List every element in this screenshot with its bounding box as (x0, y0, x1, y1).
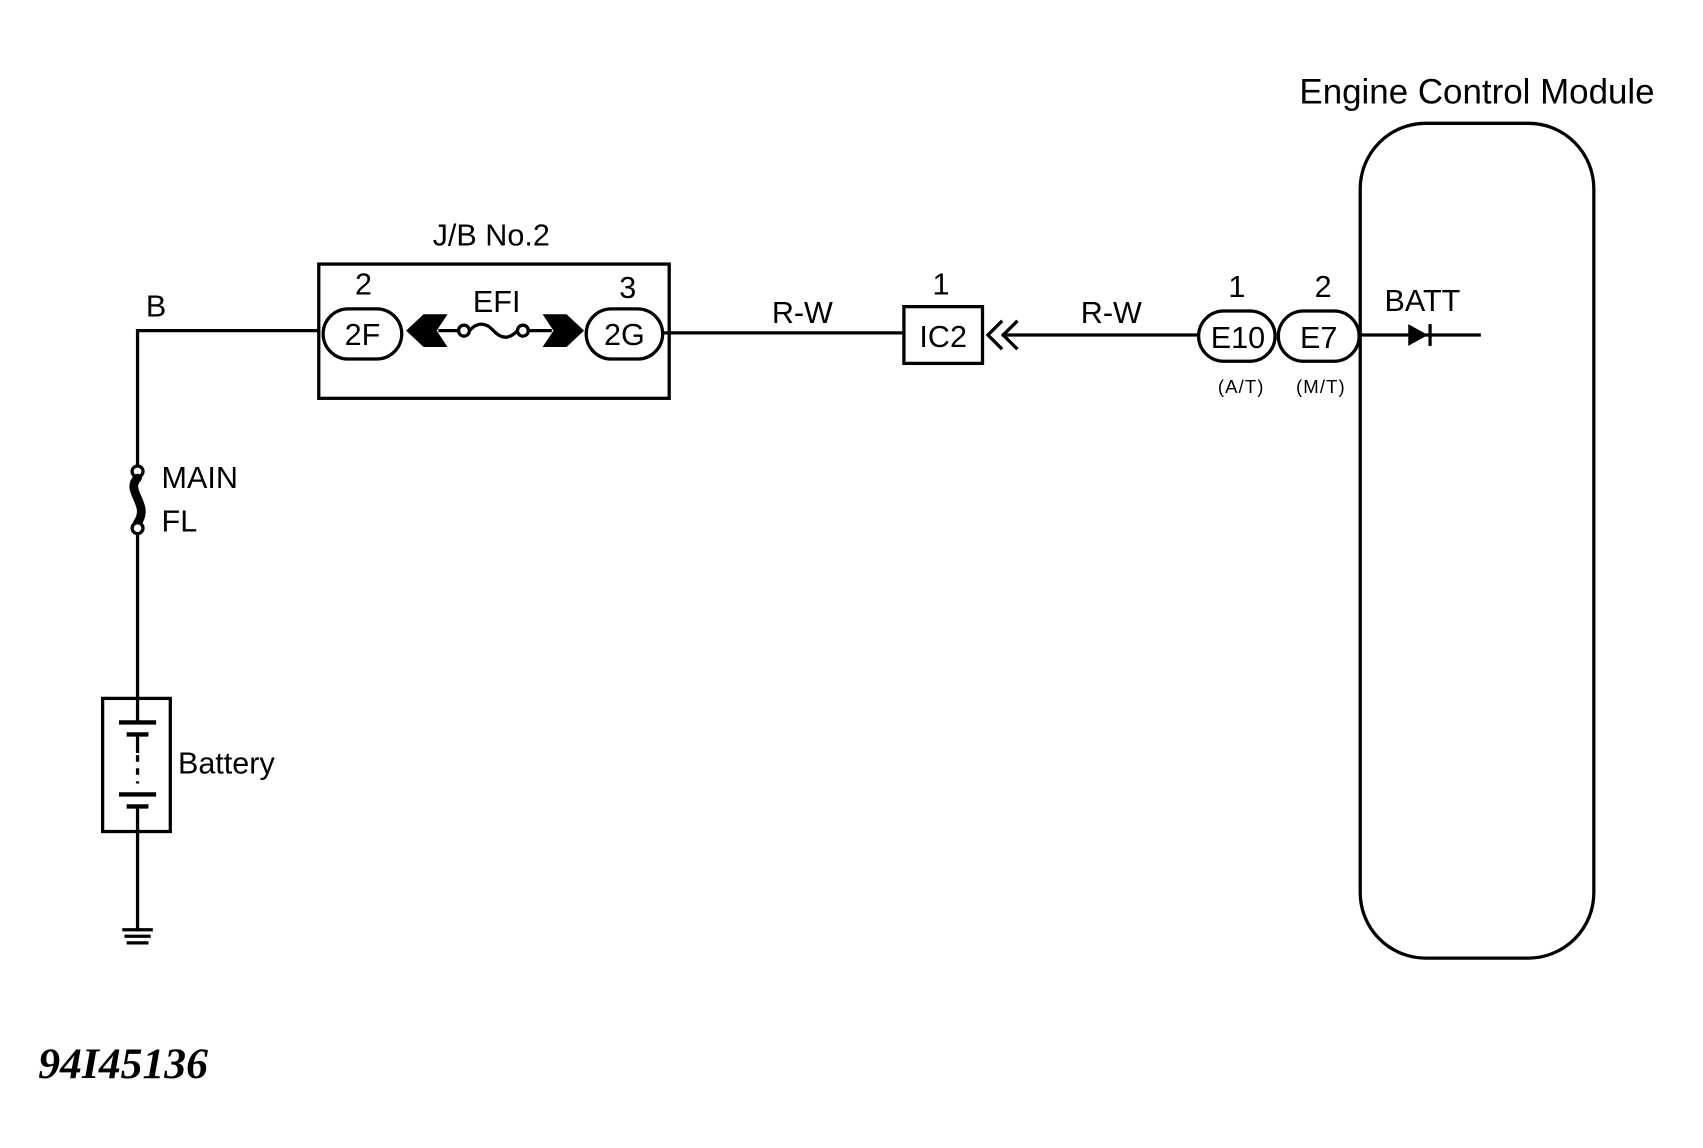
fuse-efi-icon (456, 322, 531, 339)
fusible-link-label-main: MAIN (162, 461, 238, 495)
ecm-terminal-batt: BATT (1385, 284, 1461, 318)
junction-block-label: J/B No.2 (433, 219, 550, 253)
ecm-title: Engine Control Module (1299, 73, 1654, 112)
fuse-efi-label: EFI (473, 285, 521, 319)
battery-label: Battery (178, 747, 276, 781)
figure-id: 94I45136 (38, 1040, 208, 1088)
connector-chevron-right-icon (542, 314, 585, 348)
connector-2g-pin: 3 (619, 271, 636, 305)
connector-ic2-label: IC2 (919, 320, 967, 354)
connector-2g-label: 2G (604, 318, 645, 352)
connector-chevron-left-icon (406, 314, 448, 348)
connector-ic2-box (902, 305, 985, 366)
connector-2f-oval (321, 307, 404, 361)
connector-e7-variant: (M/T) (1296, 376, 1346, 397)
fusible-link-label-fl: FL (162, 504, 198, 538)
fusible-link-main-fl (129, 464, 146, 536)
wire-color-b: B (146, 289, 166, 323)
wire-battery-to-jb (135, 329, 325, 469)
connector-e10-pin: 1 (1228, 270, 1245, 304)
diode-icon (1408, 324, 1432, 346)
battery-symbol (118, 698, 157, 832)
connector-e10-variant: (A/T) (1218, 376, 1265, 397)
wire-color-jb-to-ic2: R-W (772, 296, 833, 330)
connector-2f-pin: 2 (355, 268, 372, 302)
connector-e10-oval (1197, 309, 1277, 363)
ecm-box (1358, 121, 1596, 960)
connector-2f-label: 2F (345, 318, 381, 352)
ground-icon (122, 928, 153, 945)
connector-ic2-pin: 1 (933, 268, 950, 302)
connector-e10-label: E10 (1211, 321, 1265, 355)
connector-e7-pin: 2 (1315, 270, 1332, 304)
wire-color-ic2-to-ecm: R-W (1081, 296, 1142, 330)
connector-e7-label: E7 (1300, 321, 1337, 355)
